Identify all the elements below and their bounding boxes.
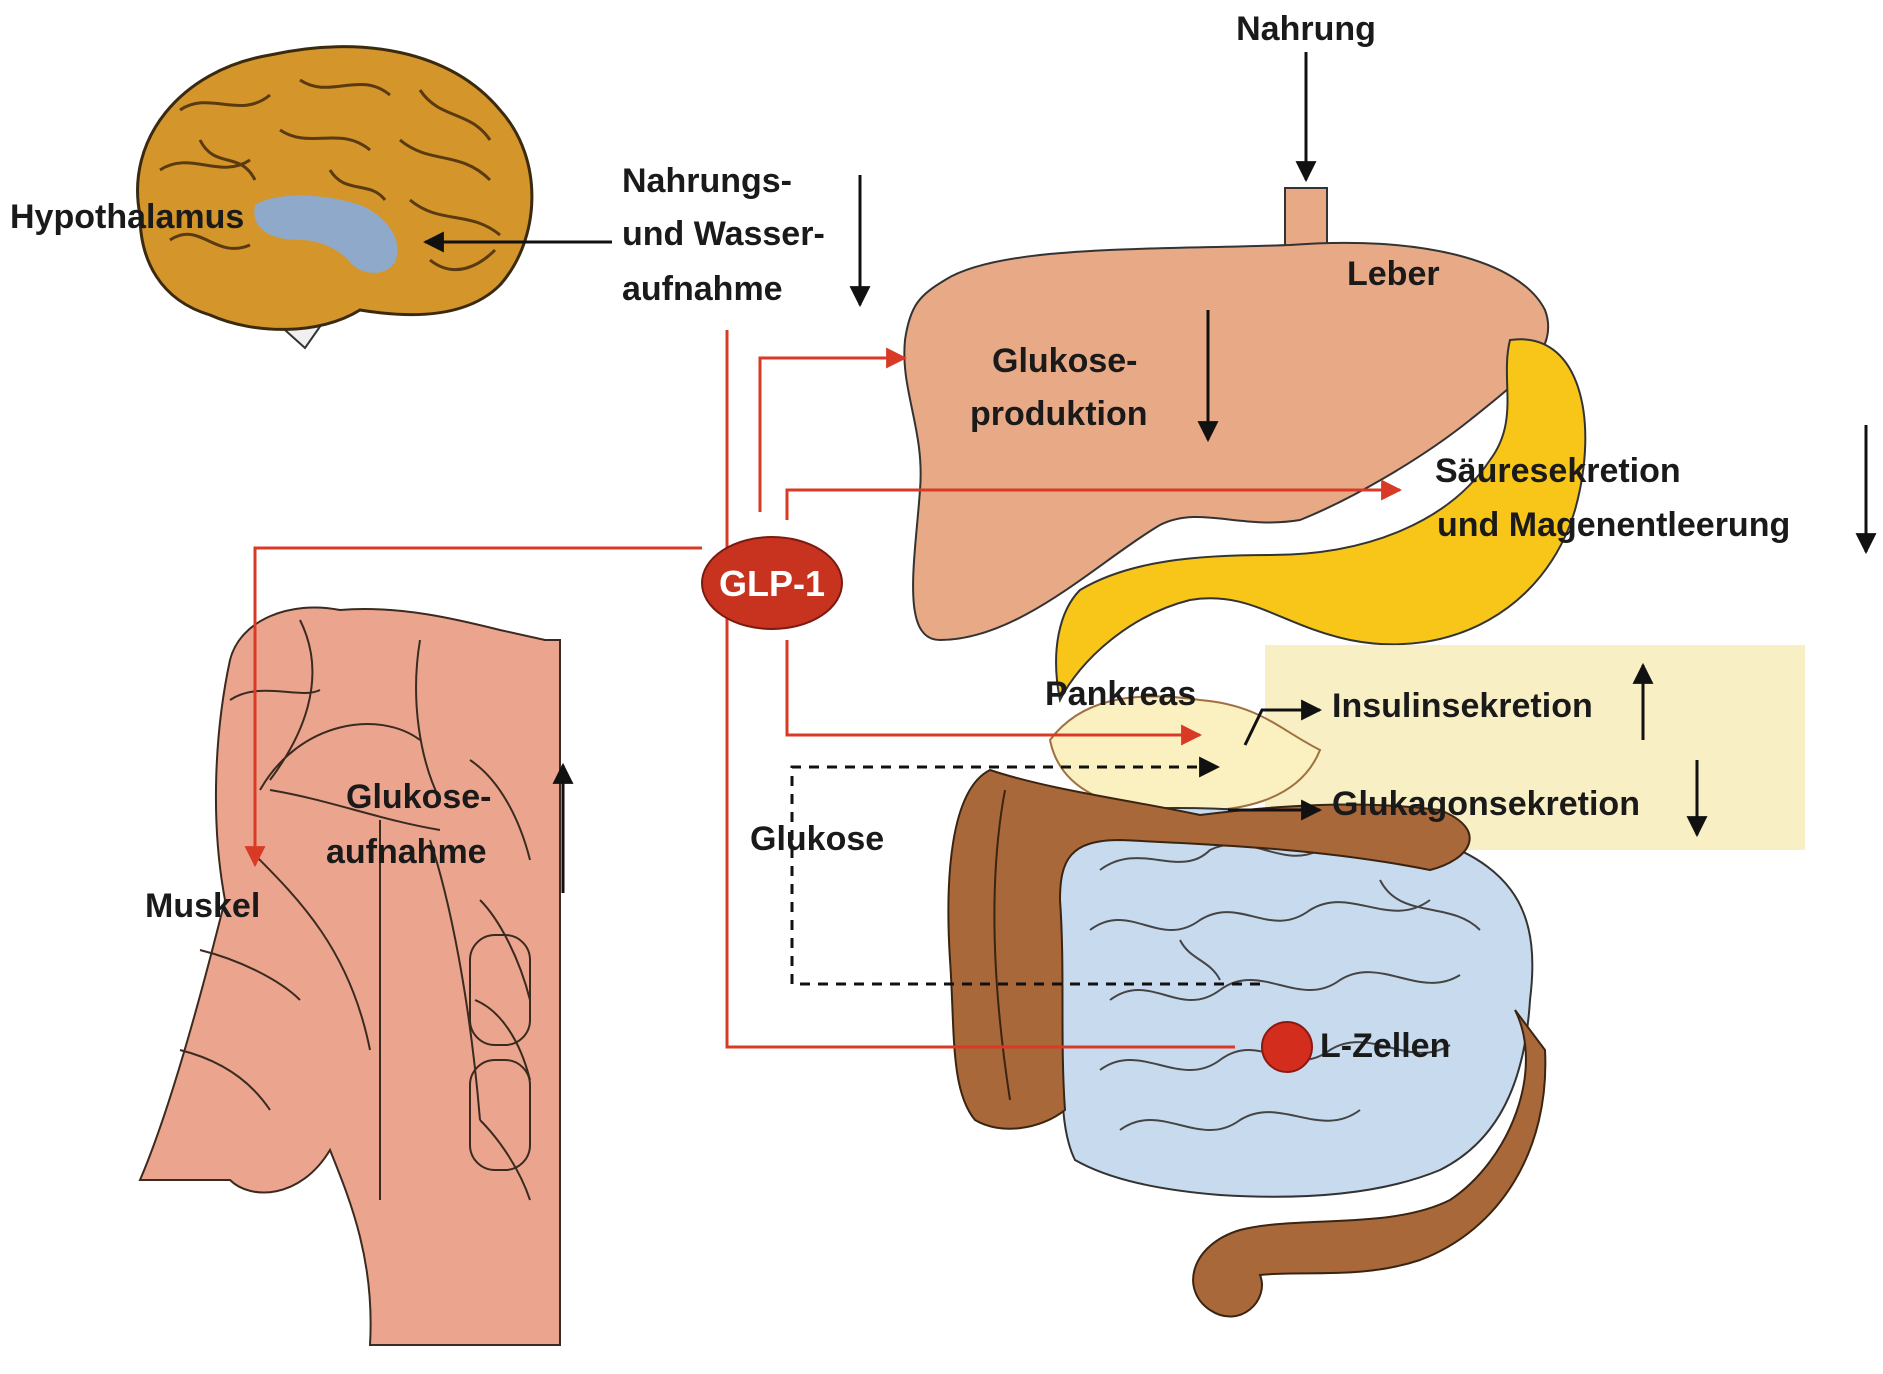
label-uptake-line2: aufnahme <box>326 833 487 871</box>
label-glukagon: Glukagonsekretion <box>1332 785 1640 823</box>
label-pankreas: Pankreas <box>1045 675 1196 713</box>
l-cells-marker <box>1262 1022 1312 1072</box>
label-uptake-line1: Glukose- <box>346 778 491 816</box>
label-muskel: Muskel <box>145 887 260 925</box>
muscle-illustration <box>140 607 560 1345</box>
label-l-zellen: L-Zellen <box>1320 1027 1450 1065</box>
label-intake-line3: aufnahme <box>622 270 783 308</box>
label-hypothalamus: Hypothalamus <box>10 198 244 236</box>
intestine-illustration <box>948 770 1545 1317</box>
label-acid-line1: Säuresekretion <box>1435 452 1681 490</box>
label-insulin: Insulinsekretion <box>1332 687 1593 725</box>
label-glucose-production-line2: produktion <box>970 395 1148 433</box>
label-glp1: GLP-1 <box>719 563 825 604</box>
label-glucose-production-line1: Glukose- <box>992 342 1137 380</box>
label-nahrung: Nahrung <box>1236 10 1376 48</box>
label-intake-line1: Nahrungs- <box>622 162 792 200</box>
label-glukose: Glukose <box>750 820 884 858</box>
label-leber: Leber <box>1347 255 1440 293</box>
label-intake-line2: und Wasser- <box>622 215 825 253</box>
label-acid-line2: und Magenentleerung <box>1437 506 1790 544</box>
